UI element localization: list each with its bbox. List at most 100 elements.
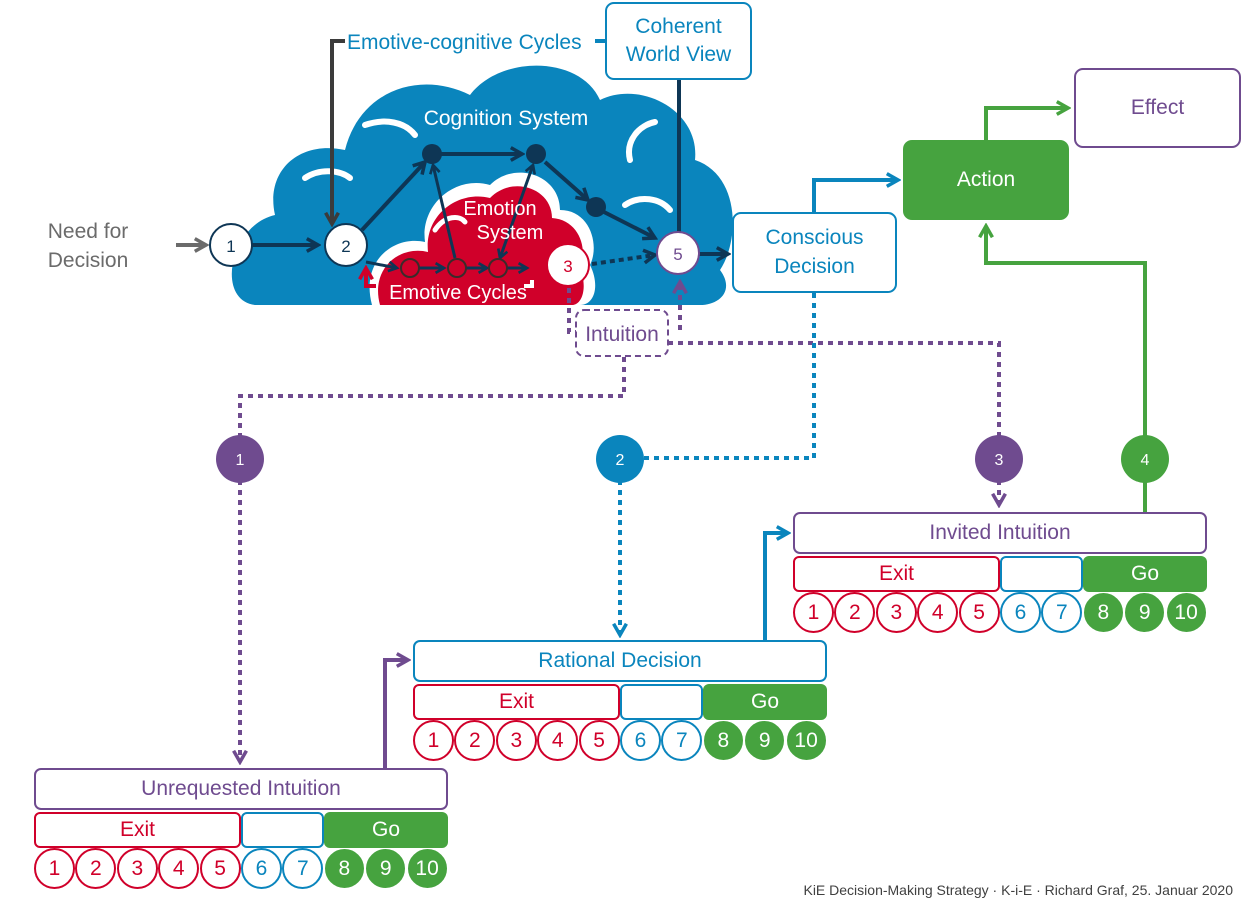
middle-zone: [620, 684, 703, 720]
scale-value-1: 1: [793, 592, 834, 633]
emotive-cognitive-arrow: [332, 39, 345, 224]
scale-value-6: 6: [1000, 592, 1041, 633]
scale-value-3: 3: [875, 592, 917, 633]
conscious-decision-line-1: Conscious: [765, 226, 864, 250]
need-for-decision-label-1: Need for: [48, 220, 129, 243]
scale-value-8: 8: [323, 848, 365, 889]
node-1: [209, 223, 253, 267]
node-3: [546, 243, 590, 287]
go-to-action-arrow: [986, 226, 1147, 512]
scale-value-8: 8: [702, 720, 744, 761]
action-to-effect-arrow: [984, 108, 1068, 140]
scale-value-4: 4: [917, 592, 959, 633]
unrequested-to-rational-arrow: [383, 660, 408, 768]
node-2: [324, 223, 368, 267]
conscious-decision-box: Conscious Decision: [732, 212, 897, 293]
footer-credit: KiE Decision-Making Strategy · K-i-E · R…: [803, 882, 1233, 898]
node-3-label: 3: [563, 257, 572, 276]
node-5: [656, 231, 700, 275]
path-marker-label: 2: [616, 452, 625, 469]
cognition-network: [251, 154, 728, 268]
stage-title: Rational Decision: [413, 640, 827, 682]
scale-value-4: 4: [158, 848, 200, 889]
scale-value-10: 10: [406, 848, 448, 889]
node-5-label: 5: [673, 245, 682, 264]
rational-to-invited-arrow: [763, 533, 788, 640]
stage-title: Unrequested Intuition: [34, 768, 448, 810]
emotive-cycle-arrow: [366, 268, 376, 288]
effect-label: Effect: [1130, 95, 1185, 119]
scale-value-5: 5: [199, 848, 241, 889]
need-for-decision-label-2: Decision: [48, 249, 129, 272]
cognition-node: [586, 197, 606, 217]
scale-value-7: 7: [1041, 592, 1083, 633]
scale-value-2: 2: [75, 848, 117, 889]
scale-value-1: 1: [413, 720, 454, 761]
scale-value-2: 2: [454, 720, 496, 761]
node-2-label: 2: [341, 237, 350, 256]
scale-value-1: 1: [34, 848, 75, 889]
emotion-node: [447, 258, 467, 278]
middle-zone: [241, 812, 324, 848]
exit-zone: Exit: [793, 556, 1000, 592]
path-marker-4: [1121, 435, 1169, 483]
go-zone: Go: [703, 684, 827, 720]
conscious-links: [620, 293, 816, 635]
emotion-node: [488, 258, 508, 278]
stage-title: Invited Intuition: [793, 512, 1207, 554]
conscious-decision-line-2: Decision: [774, 254, 855, 278]
exit-zone: Exit: [413, 684, 620, 720]
scale-value-5: 5: [578, 720, 620, 761]
intuition-label: Intuition: [585, 323, 659, 346]
emotive-cycles-label: Emotive Cycles: [389, 282, 527, 304]
coherent-world-view-box: Coherent World View: [605, 2, 752, 80]
path-marker-label: 4: [1141, 452, 1150, 469]
emotion-system-label-2: System: [477, 222, 544, 244]
scale-value-9: 9: [744, 720, 786, 761]
cognition-system-label: Cognition System: [424, 107, 589, 130]
scale-value-9: 9: [1124, 592, 1166, 633]
go-zone: Go: [324, 812, 448, 848]
scale-value-4: 4: [537, 720, 579, 761]
emotive-cognitive-cycles-label: Emotive-cognitive Cycles: [347, 31, 582, 54]
intuition-links: [240, 282, 999, 762]
action-box: Action: [903, 140, 1069, 220]
middle-zone: [1000, 556, 1083, 592]
scale-value-7: 7: [282, 848, 324, 889]
scale-value-3: 3: [116, 848, 158, 889]
scale-value-10: 10: [785, 720, 827, 761]
exit-zone: Exit: [34, 812, 241, 848]
scale-value-9: 9: [365, 848, 407, 889]
path-marker-label: 1: [236, 452, 245, 469]
coherent-world-view-line-1: Coherent: [635, 14, 722, 38]
scale-value-3: 3: [495, 720, 537, 761]
path-marker-1: [216, 435, 264, 483]
emotion-node: [400, 258, 420, 278]
intuition-box: [575, 309, 669, 357]
scale-value-2: 2: [834, 592, 876, 633]
scale-value-8: 8: [1082, 592, 1124, 633]
emotive-cycle-corner: [524, 280, 534, 288]
scale-value-6: 6: [241, 848, 282, 889]
emotion-system-label-1: Emotion: [463, 198, 536, 220]
cognition-node: [422, 144, 442, 164]
path-marker-2: [596, 435, 644, 483]
scale-value-5: 5: [958, 592, 1000, 633]
conscious-to-action-arrow: [812, 180, 898, 212]
action-label: Action: [956, 167, 1016, 191]
effect-box: Effect: [1074, 68, 1241, 148]
scale-value-10: 10: [1165, 592, 1207, 633]
scale-value-7: 7: [661, 720, 703, 761]
coherent-world-view-line-2: World View: [625, 43, 732, 66]
path-marker-label: 3: [995, 452, 1004, 469]
node-1-label: 1: [226, 237, 235, 256]
path-marker-3: [975, 435, 1023, 483]
go-zone: Go: [1083, 556, 1207, 592]
scale-value-6: 6: [620, 720, 661, 761]
